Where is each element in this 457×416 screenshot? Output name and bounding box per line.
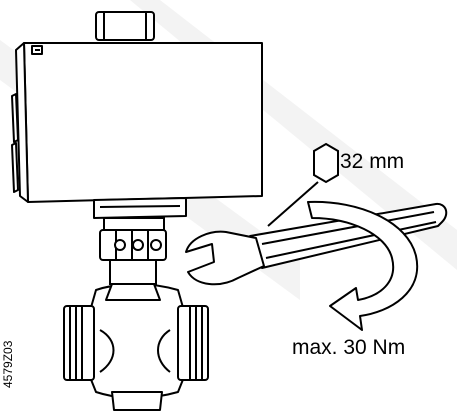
figure-code: 4579Z03 [1, 340, 15, 388]
valve-body [63, 283, 209, 411]
right-port [177, 305, 209, 381]
hexagon-icon [267, 142, 339, 227]
wrench-size-label: 32 mm [340, 150, 404, 173]
torque-label: max. 30 Nm [292, 336, 405, 359]
callout-leader [267, 181, 319, 227]
left-port [63, 305, 95, 381]
curved-arrow-icon [307, 200, 419, 331]
coupling-nut [99, 217, 167, 285]
actuator-top-connector [95, 11, 155, 41]
actuator [11, 11, 263, 219]
wrench [185, 202, 448, 286]
